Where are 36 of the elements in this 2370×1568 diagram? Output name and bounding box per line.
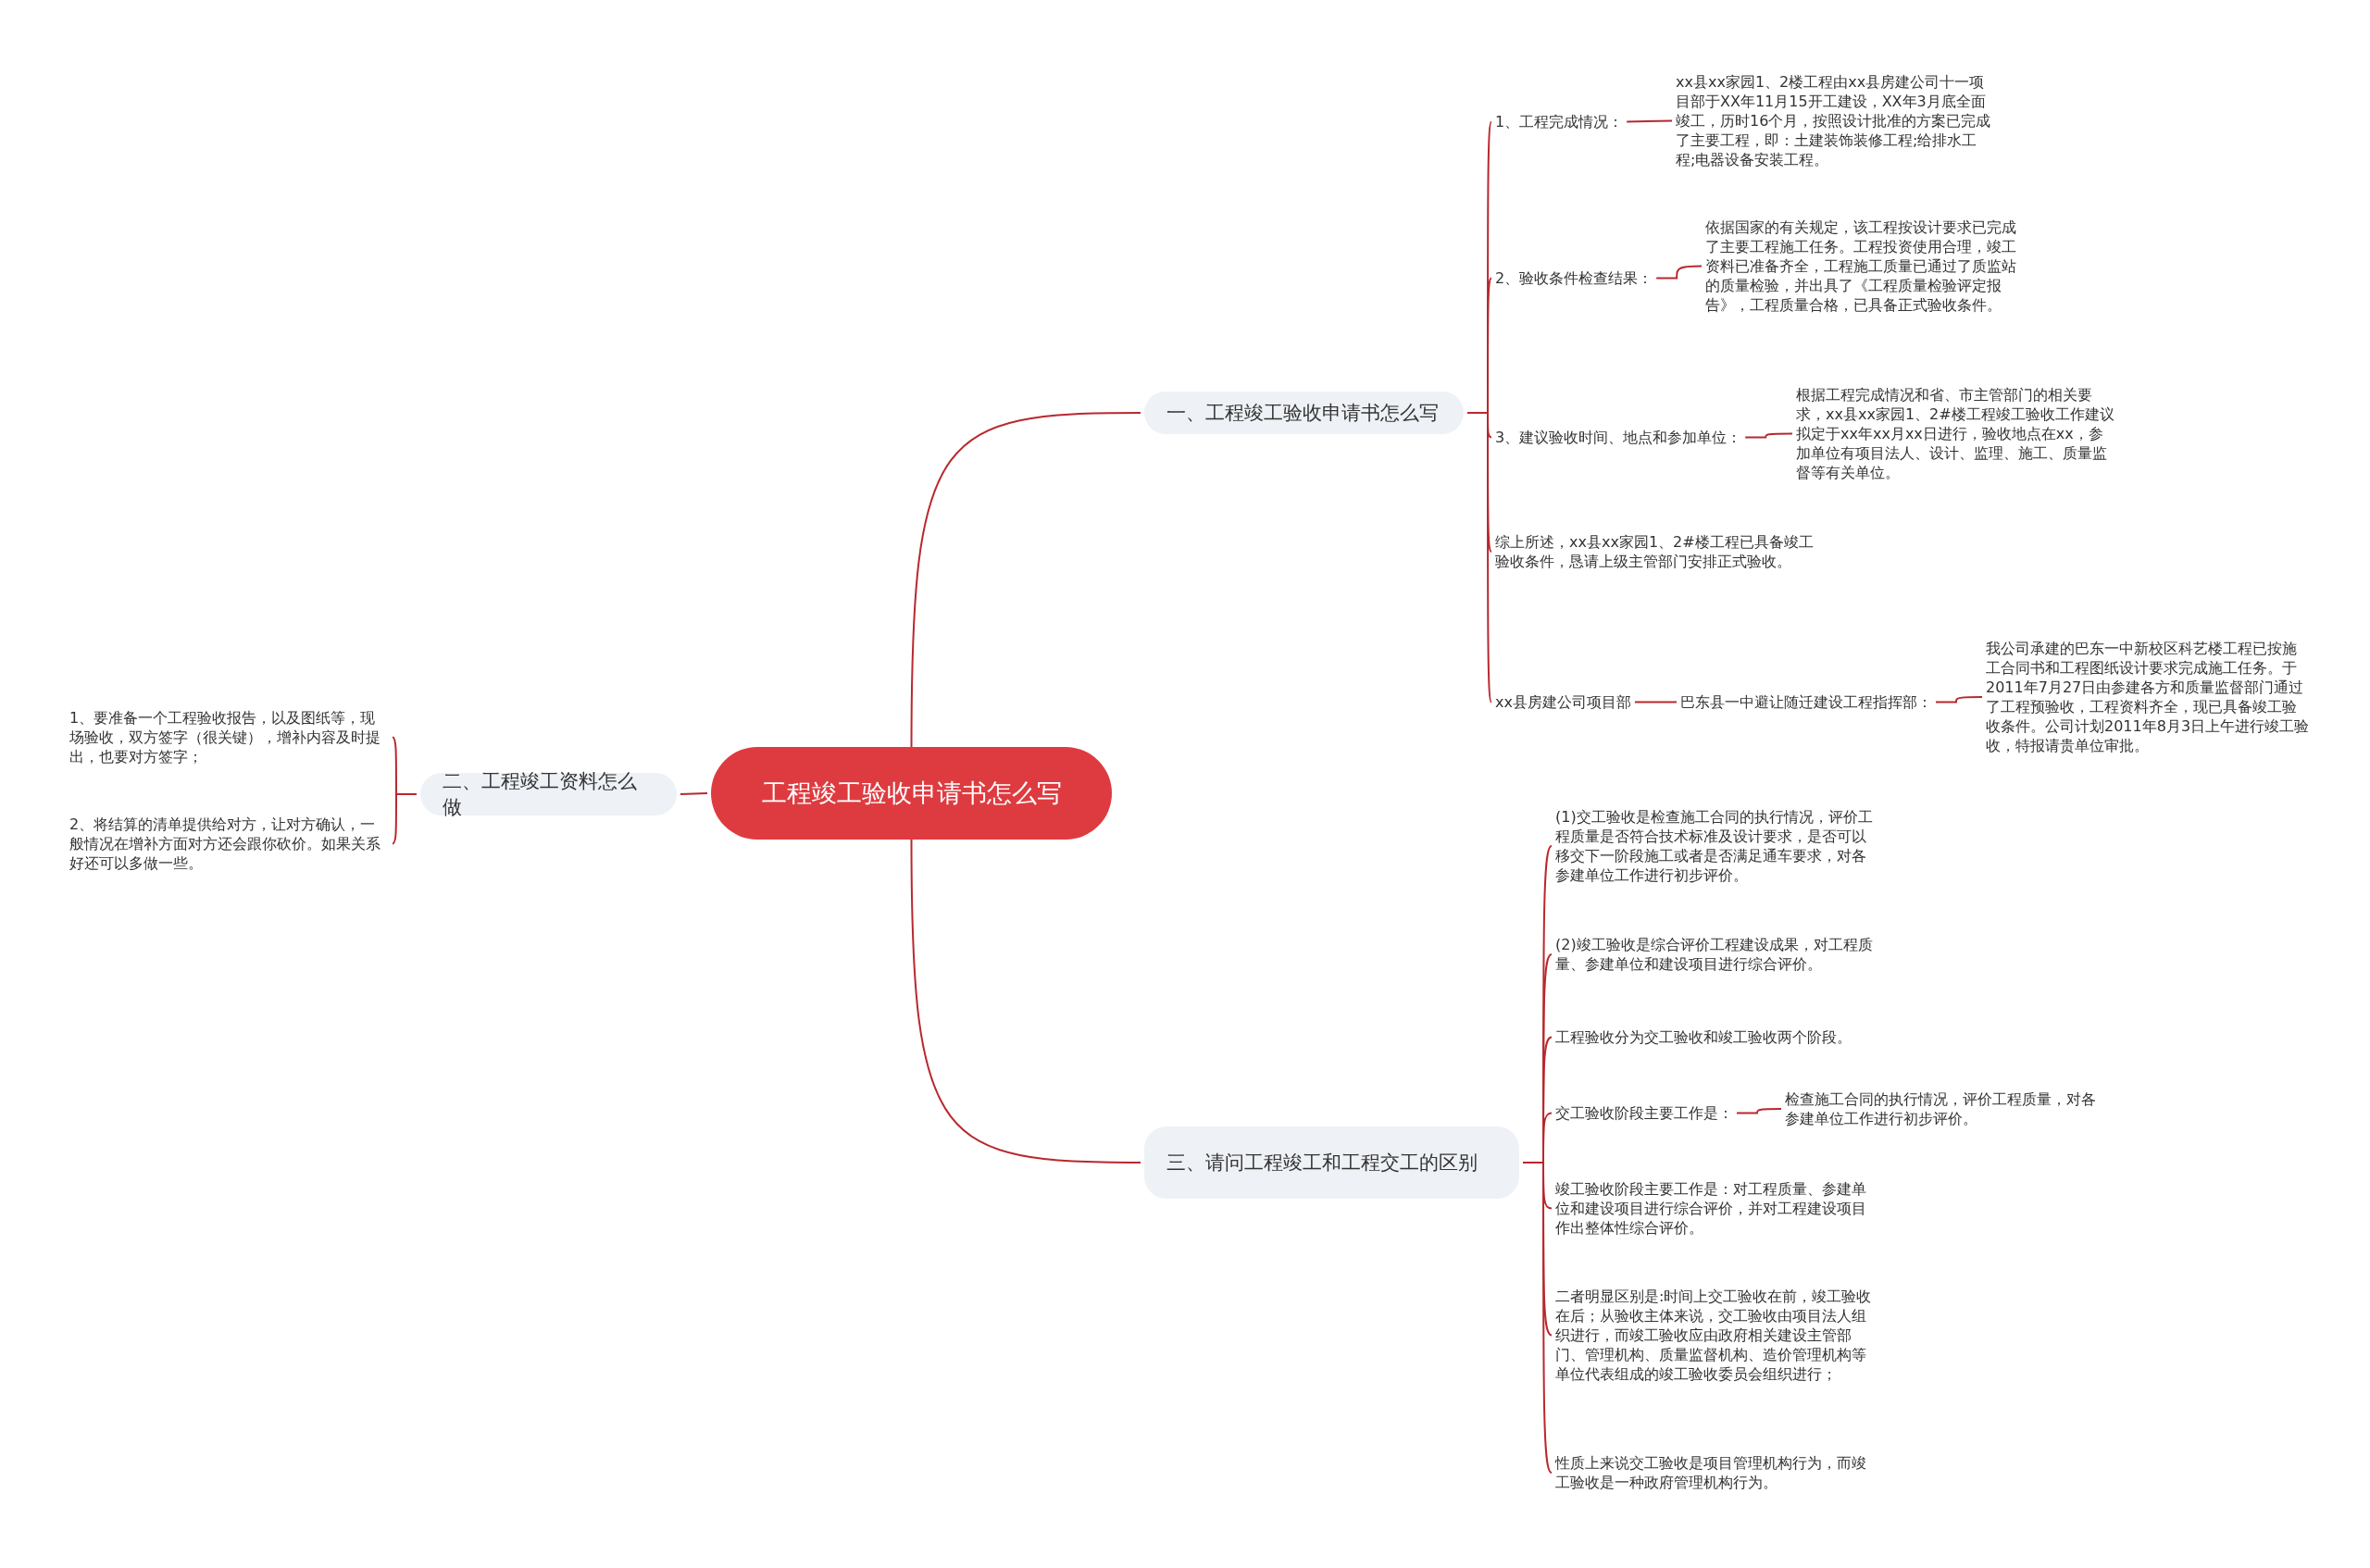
branch-topic: 三、请问工程竣工和工程交工的区别	[1144, 1126, 1519, 1199]
branch-topic: 一、工程竣工验收申请书怎么写	[1144, 392, 1464, 434]
connector-line	[1466, 412, 1492, 703]
topic-text: 二者明显区别是:时间上交工验收在前，竣工验收在后；从验收主体来说，交工验收由项目法人组织进行，而竣工验收应由政府相关建设主管部门、管理机构、质量监督机构、造价管理机构等单位代表组成的竣工验收委员会组织进行；	[1555, 1287, 1879, 1384]
topic-text: 交工验收阶段主要工作是：	[1555, 1103, 1733, 1123]
topic-text: 性质上来说交工验收是项目管理机构行为，而竣工验收是一种政府管理机构行为。	[1555, 1453, 1879, 1492]
connector-line	[910, 839, 1141, 1164]
connector-line	[392, 793, 418, 845]
topic-text: 1、工程完成情况：	[1495, 112, 1624, 131]
topic-text: 检查施工合同的执行情况，评价工程质量，对各参建单位工作进行初步评价。	[1785, 1089, 2109, 1128]
connector-line	[1736, 1108, 1782, 1114]
topic-text: 2、将结算的清单提供给对方，让对方确认，一般情况在增补方面对方还会跟你砍价。如果关系好还可以多做一些。	[69, 815, 389, 873]
topic-text: 根据工程完成情况和省、市主管部门的相关要求，xx县xx家园1、2#楼工程竣工验收工作建议拟定于xx年xx月xx日进行，验收地点在xx，参加单位有项目法人、设计、监理、施工、质量监督等有关单位。	[1796, 385, 2115, 482]
connector-line	[1522, 1162, 1553, 1474]
connector-line	[680, 792, 708, 795]
central-topic: 工程竣工验收申请书怎么写	[711, 747, 1112, 840]
topic-text: 工程验收分为交工验收和竣工验收两个阶段。	[1555, 1027, 1852, 1047]
topic-text: 综上所述，xx县xx家园1、2#楼工程已具备竣工验收条件，恳请上级主管部门安排正式验收。	[1495, 532, 1815, 571]
connector-line	[1935, 696, 1983, 703]
topic-text: 1、要准备一个工程验收报告，以及图纸等，现场验收，双方签字（很关键），增补内容及时提出，也要对方签字；	[69, 708, 389, 766]
connector-line	[1744, 432, 1793, 439]
topic-text: 巴东县一中避让随迁建设工程指挥部：	[1680, 692, 1932, 712]
connector-line	[910, 412, 1141, 748]
topic-text: 2、验收条件检查结果：	[1495, 268, 1653, 288]
topic-text: xx县xx家园1、2楼工程由xx县房建公司十一项目部于XX年11月15开工建设，XX年3月底全面竣工，历时16个月，按照设计批准的方案已完成了主要工程，即：土建装饰装修工程;给排水工程;电器设备安装工程。	[1676, 72, 1995, 169]
topic-text: xx县房建公司项目部	[1495, 692, 1631, 712]
topic-text: 我公司承建的巴东一中新校区科艺楼工程已按施工合同书和工程图纸设计要求完成施工任务。于2011年7月27日由参建各方和质量监督部门通过了工程预验收，工程资料齐全，现已具备竣工验收条件。公司计划2011年8月3日上午进行竣工验收，特报请贵单位审批。	[1986, 639, 2310, 755]
topic-text: 3、建议验收时间、地点和参加单位：	[1495, 428, 1742, 447]
topic-text: 依据国家的有关规定，该工程按设计要求已完成了主要工程施工任务。工程投资使用合理，竣工资料已准备齐全，工程施工质量已通过了质监站的质量检验，并出具了《工程质量检验评定报告》，工程质量合格，已具备正式验收条件。	[1705, 218, 2025, 315]
connector-line	[1633, 701, 1678, 703]
connector-line	[1655, 265, 1703, 280]
topic-text: (2)竣工验收是综合评价工程建设成果，对工程质量、参建单位和建设项目进行综合评价。	[1555, 935, 1879, 974]
branch-topic: 二、工程竣工资料怎么做	[420, 773, 677, 815]
topic-text: 竣工验收阶段主要工作是：对工程质量、参建单位和建设项目进行综合评价，并对工程建设项目作出整体性综合评价。	[1555, 1179, 1879, 1238]
topic-text: (1)交工验收是检查施工合同的执行情况，评价工程质量是否符合技术标准及设计要求，是否可以移交下一阶段施工或者是否满足通车要求，对各参建单位工作进行初步评价。	[1555, 807, 1879, 885]
connector-line	[1626, 119, 1673, 123]
